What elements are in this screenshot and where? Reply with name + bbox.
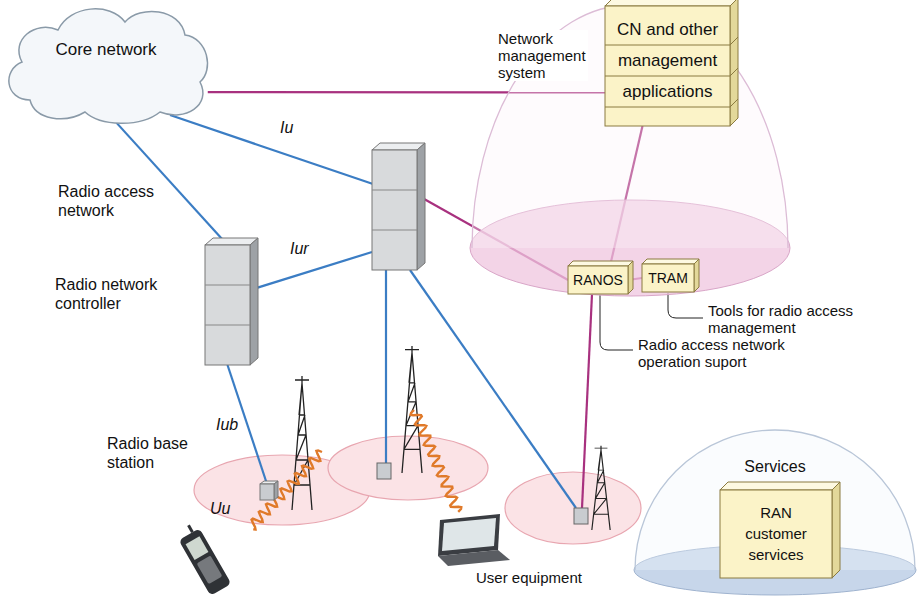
node-label: Radio base station [107, 434, 202, 472]
base-station-units [377, 463, 588, 524]
ranos-box: RANOS [568, 266, 628, 294]
node-label: TRAM [642, 270, 694, 286]
mobile-phone [175, 521, 232, 595]
radio-cells [194, 436, 641, 544]
tram-box: TRAM [642, 264, 694, 292]
management-dome: Network management system CN and other ma… [470, 0, 790, 298]
radio-wave [252, 450, 322, 529]
device-label: User equipment [476, 569, 582, 587]
application-stack: CN and other management applications [605, 6, 730, 126]
controller-server: Radio network controller [205, 245, 250, 365]
network-label: Radio access network [58, 182, 168, 220]
node-label: Radio network controller [55, 275, 195, 313]
interface-label: Iur [290, 240, 309, 258]
network-cloud: Core network [0, 0, 212, 128]
base-station-unit: Radio base station [260, 484, 274, 500]
node-label: Core network [0, 40, 212, 60]
node-label: Network management system [498, 30, 588, 81]
interface-label: Iub [215, 416, 239, 434]
node-label: RANOS [568, 272, 628, 288]
callout-text: Radio access network operation suport [638, 336, 808, 370]
laptop [438, 514, 510, 566]
radio-waves [252, 410, 462, 530]
cube-outline [260, 484, 274, 500]
node-label: Services [632, 457, 918, 476]
node-label: CN and other management applications [609, 14, 726, 107]
callout-text: Tools for radio access management [708, 302, 878, 336]
cloud-outline [0, 0, 212, 128]
services-dome: ServicesRAN customer services [632, 415, 918, 598]
radio-network-controller [372, 143, 425, 270]
node-label: RAN customer services [734, 502, 818, 565]
server-outline [205, 245, 250, 365]
radio-wave [411, 410, 462, 512]
interface-label: Uu [210, 500, 230, 518]
antenna-towers [292, 346, 610, 530]
service-box: RAN customer services [720, 490, 832, 578]
interface-label: Iu [280, 119, 293, 137]
